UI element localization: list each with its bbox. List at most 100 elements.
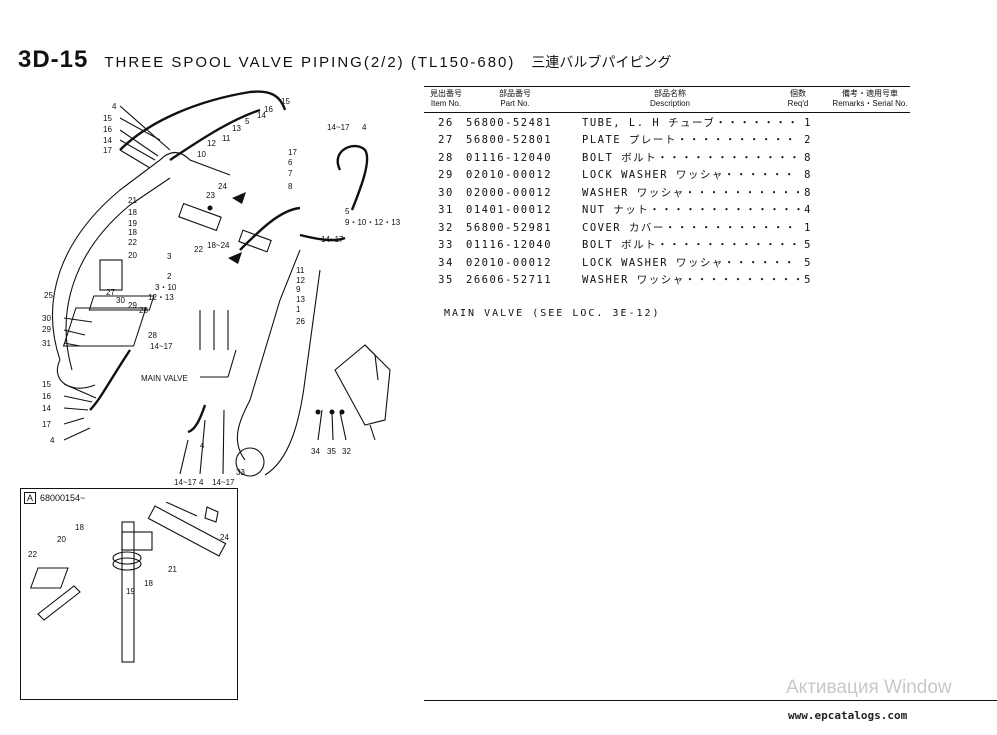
page-bottom-rule xyxy=(424,700,997,701)
callout-number: 14~17 xyxy=(150,342,173,351)
callout-number: 20 xyxy=(128,251,137,260)
callout-number: 24 xyxy=(220,533,229,542)
callout-number: 34 xyxy=(311,447,320,456)
callout-number: 11 xyxy=(222,134,231,143)
callout-number: 32 xyxy=(342,447,351,456)
callout-number: 14~17 xyxy=(212,478,235,487)
section-title: THREE SPOOL VALVE PIPING(2/2) (TL150-680… xyxy=(104,54,516,71)
callout-number: 1 xyxy=(296,305,301,314)
callout-number: 15 xyxy=(281,97,290,106)
callout-number: 4 xyxy=(112,102,117,111)
callout-number: 17 xyxy=(42,420,51,429)
site-footer-link[interactable]: www.epcatalogs.com xyxy=(788,709,908,722)
section-title-jp: 三連バルブパイピング xyxy=(531,54,672,70)
callout-number: 16 xyxy=(103,125,112,134)
callout-number: 16 xyxy=(42,392,51,401)
inset-serial: 68000154~ xyxy=(40,493,86,503)
main-valve-note: MAIN VALVE (SEE LOC. 3E-12) xyxy=(444,308,661,319)
callout-number: 14 xyxy=(257,111,266,120)
callout-number: 4 xyxy=(199,478,204,487)
callout-number: 30 xyxy=(116,296,125,305)
callout-number: 13 xyxy=(232,124,241,133)
callout-number: 10 xyxy=(197,150,206,159)
callout-number: 26 xyxy=(296,317,305,326)
callout-number: 12 xyxy=(296,276,305,285)
callout-number: 14 xyxy=(42,404,51,413)
callout-number: 3・10 xyxy=(155,283,177,292)
callout-number: 13 xyxy=(296,295,305,304)
callout-number: 14~17 xyxy=(327,123,350,132)
callout-number: 9 xyxy=(296,285,301,294)
callout-number: 18 xyxy=(128,228,137,237)
callout-number: 21 xyxy=(128,196,137,205)
callout-number: 18 xyxy=(144,579,153,588)
callout-number: 4 xyxy=(50,436,55,445)
callout-number: 17 xyxy=(288,148,297,157)
callout-number: 14 xyxy=(103,136,112,145)
callout-number: 25 xyxy=(44,291,53,300)
callout-number: 18~24 xyxy=(207,241,230,250)
callout-number: 14~17 xyxy=(321,235,344,244)
callout-number: 19 xyxy=(128,219,137,228)
page-title: 3D-15 THREE SPOOL VALVE PIPING(2/2) (TL1… xyxy=(18,46,671,74)
inset-callouts: 23 24 18 20 22 19 18 21 xyxy=(28,523,229,596)
inset-letter: A xyxy=(24,492,37,504)
callout-number: 5 xyxy=(245,117,250,126)
callout-number: 8 xyxy=(288,182,293,191)
callout-number: 19 xyxy=(126,587,135,596)
callout-number: 20 xyxy=(57,535,66,544)
callout-number: 11 xyxy=(296,266,305,275)
callout-number: 24 xyxy=(218,182,227,191)
callout-number: 22 xyxy=(28,550,37,559)
callout-number: 22 xyxy=(128,238,137,247)
callout-number: 31 xyxy=(42,339,51,348)
callout-number: 12・13 xyxy=(148,293,174,302)
callout-number: 23 xyxy=(206,191,215,200)
table-header-rule xyxy=(424,112,910,113)
callout-number: 21 xyxy=(168,565,177,574)
inset-diagram: 23 24 18 20 22 19 18 21 xyxy=(28,502,229,663)
callout-number: 14~17 xyxy=(174,478,197,487)
section-code: 3D-15 xyxy=(18,46,89,73)
callout-number: 4 xyxy=(200,441,205,450)
callout-number: 6 xyxy=(288,158,293,167)
callout-number: 7 xyxy=(288,169,293,178)
callout-number: 5 xyxy=(345,207,350,216)
callout-number: 28 xyxy=(139,306,148,315)
callout-number: 18 xyxy=(75,523,84,532)
callout-number: 27 xyxy=(106,288,115,297)
callout-number: 18 xyxy=(128,208,137,217)
callout-number: 29 xyxy=(128,301,137,310)
callout-number: 33 xyxy=(236,468,245,477)
os-activation-watermark: Активация Window xyxy=(786,677,952,698)
callout-number: 16 xyxy=(264,105,273,114)
callout-number: 15 xyxy=(42,380,51,389)
main-valve-label: MAIN VALVE xyxy=(141,374,188,383)
table-top-rule xyxy=(424,86,910,87)
callout-number: 9・10・12・13 xyxy=(345,218,401,227)
callout-number: 15 xyxy=(103,114,112,123)
inset-detail-box xyxy=(20,488,238,700)
inset-header: A 68000154~ xyxy=(24,492,85,504)
callout-number: 3 xyxy=(167,252,172,261)
callout-number: 35 xyxy=(327,447,336,456)
callout-number: 2 xyxy=(167,272,172,281)
callout-number: 17 xyxy=(103,146,112,155)
callout-number: 12 xyxy=(207,139,216,148)
exploded-diagram: 4 15 16 14 17 21 18 19 18 22 20 27 30 29… xyxy=(42,90,401,487)
callout-number: 30 xyxy=(42,314,51,323)
callout-number: 28 xyxy=(148,331,157,340)
